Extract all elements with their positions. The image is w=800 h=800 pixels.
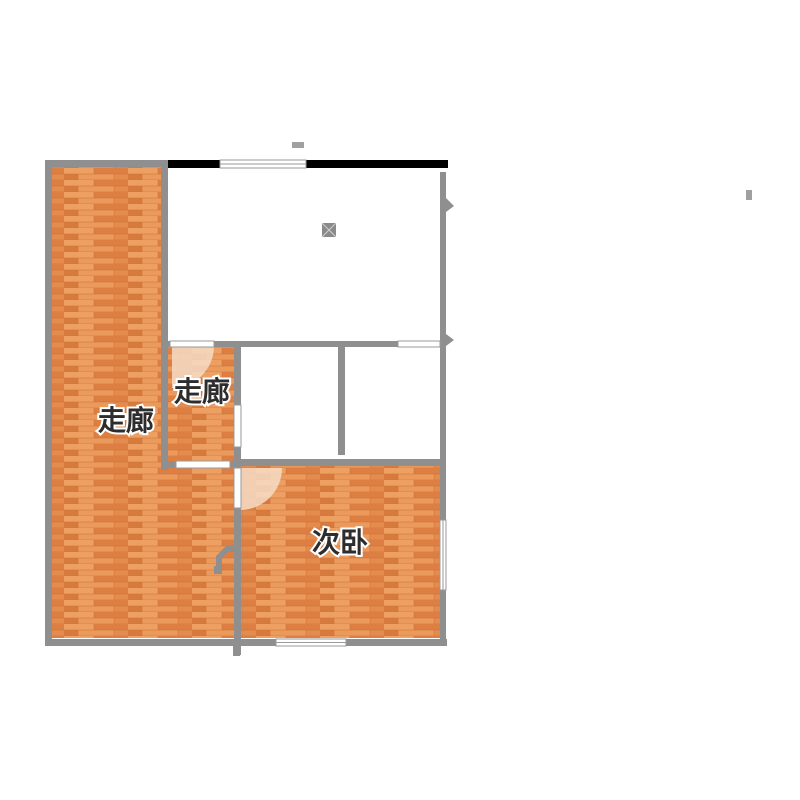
door-leaf-corridor-bottom <box>175 460 231 469</box>
wall-tick-lower <box>446 334 454 346</box>
step-mark-icon <box>214 546 234 574</box>
door-leaf-small-corridor <box>169 340 215 348</box>
window-bedroom-right <box>439 519 447 591</box>
door-swing-bedroom <box>240 468 282 510</box>
door-leaf-bedroom <box>233 467 242 509</box>
window-bottom <box>275 638 347 647</box>
middle-room-left <box>242 348 338 456</box>
second-bedroom-floor <box>240 466 440 638</box>
ceiling-fixture-icon <box>321 222 337 238</box>
middle-room-right <box>346 348 440 456</box>
door-leaf-small-corridor-right <box>233 404 242 448</box>
stray-mark-top <box>292 142 304 148</box>
room-label-second-bedroom: 次卧 <box>312 526 368 559</box>
stray-mark-right <box>746 190 752 200</box>
door-swing-small-corridor <box>172 346 214 388</box>
window-top <box>219 159 307 169</box>
room-label-corridor-small: 走廊 <box>174 375 230 408</box>
wall-stub-bottom <box>233 646 240 656</box>
window-middle-horizontal <box>397 340 441 348</box>
room-label-corridor-main: 走廊 <box>98 404 154 437</box>
wall-tick-upper <box>446 198 454 212</box>
exterior-wall-top <box>168 160 448 168</box>
top-room <box>168 166 442 342</box>
